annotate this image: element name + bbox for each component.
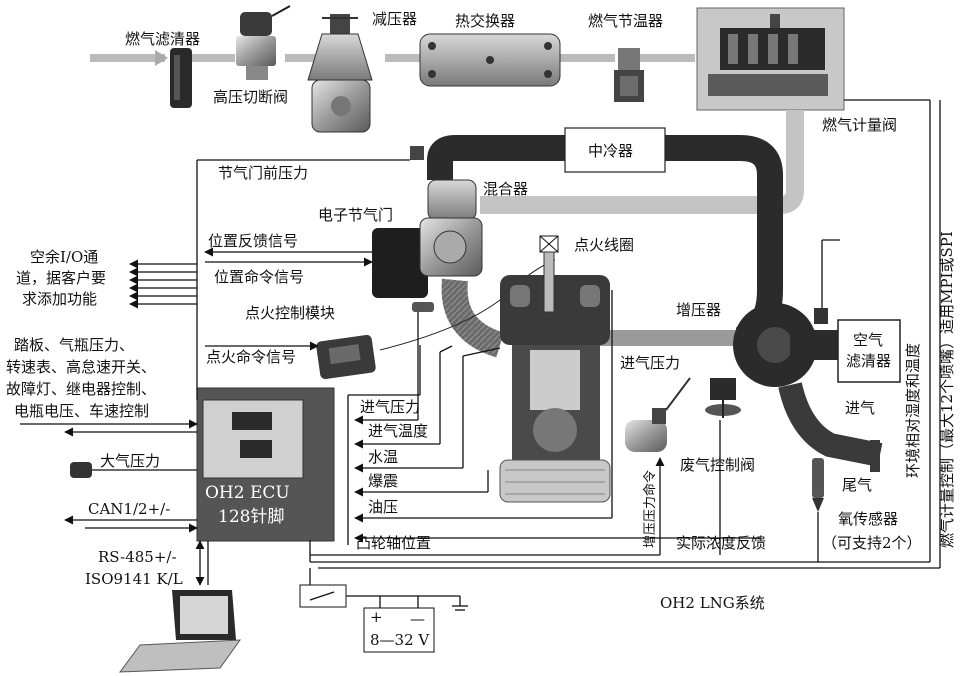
turbocharger-icon	[733, 303, 840, 387]
pre-throttle-pressure-label: 节气门前压力	[218, 164, 308, 182]
spare-io-line-1: 空余I/O通	[30, 248, 98, 266]
exhaust-pipe	[778, 382, 883, 467]
turbocharger-label: 增压器	[676, 301, 721, 319]
ignition-module-icon	[316, 334, 376, 380]
water-temp-label: 水温	[368, 448, 398, 466]
intake-air-label: 进气	[845, 399, 875, 417]
reducer-label: 减压器	[372, 10, 417, 28]
position-command-label: 位置命令信号	[214, 268, 304, 286]
hp-cutoff-valve-icon	[236, 5, 291, 80]
intercooler-label: 中冷器	[588, 142, 633, 160]
ecu-label-2: 128针脚	[218, 507, 284, 527]
air-filter-label-1: 空气	[853, 331, 883, 349]
gas-supply-line	[90, 50, 695, 66]
knock-label: 爆震	[368, 472, 398, 490]
battery-icon	[363, 596, 435, 653]
inputs-line-1: 踏板、气瓶压力、	[14, 336, 134, 354]
ignition-command-label: 点火命令信号	[206, 348, 296, 366]
o2-sensor-label-2: （可支持2个）	[822, 534, 922, 552]
gas-metering-valve-icon	[696, 7, 845, 111]
intake-temp-label: 进气温度	[368, 422, 428, 440]
rs485-label: RS-485+/-	[98, 548, 177, 566]
ecu-photo-icon	[202, 399, 304, 479]
gas-filter-label: 燃气滤清器	[125, 30, 200, 48]
wastegate-icon	[705, 378, 741, 418]
o2-sensor-icon	[812, 458, 824, 512]
pre-throttle-pressure-sensor-icon	[410, 146, 424, 160]
intake-hose	[441, 278, 505, 358]
inputs-line-3: 故障灯、继电器控制、	[6, 380, 156, 398]
air-filter-box	[837, 319, 901, 383]
humidity-sensor-icon	[814, 239, 840, 324]
intake-pressure-signal-label: 进气压力	[360, 398, 420, 416]
pressure-reducer-icon	[307, 14, 373, 133]
inputs-line-4: 电瓶电压、车速控制	[14, 402, 149, 420]
system-name-label: OH2 LNG系统	[660, 594, 765, 612]
intake-pressure-sensor-label: 进气压力	[620, 354, 680, 372]
oil-pressure-sensor-icon	[412, 302, 434, 312]
mixer-label: 混合器	[483, 180, 528, 198]
sensor-signal-wires	[309, 99, 941, 569]
iso-label: ISO9141 K/L	[85, 570, 183, 588]
heat-exchanger-icon	[419, 33, 561, 87]
ambient-humidity-vertical-label: 环境相对湿度和温度	[904, 343, 922, 478]
battery-plus: +	[370, 608, 383, 626]
intake-pressure-sensor-icon	[625, 377, 691, 452]
heat-exchanger-label: 热交换器	[455, 12, 515, 30]
exhaust-label: 尾气	[842, 476, 872, 494]
gas-filter-icon	[170, 48, 192, 108]
air-filter-label-2: 滤清器	[846, 352, 891, 370]
wastegate-label: 废气控制阀	[680, 456, 755, 474]
ground-icon	[452, 596, 468, 611]
atm-pressure-sensor-icon	[70, 462, 92, 478]
cam-position-label: 凸轮轴位置	[356, 534, 431, 552]
ignition-coil-label: 点火线圈	[574, 236, 634, 254]
gas-meter-control-vertical-label: 燃气计量控制（最大12个喷嘴）适用MPI或SPI	[938, 231, 956, 548]
ecu-label-1: OH2 ECU	[205, 483, 290, 503]
oil-pressure-label: 油压	[368, 498, 398, 516]
mixer-icon	[427, 179, 477, 221]
boost-pressure-cmd-label: 增压压力命令	[642, 470, 658, 548]
spare-io-arrows	[129, 259, 197, 309]
gas-meter-valve-label: 燃气计量阀	[822, 116, 897, 134]
inputs-line-2: 转速表、高怠速开关、	[6, 358, 156, 376]
gas-thermostat-icon	[614, 48, 644, 102]
intercooler-box	[564, 127, 666, 173]
o2-sensor-label-1: 氧传感器	[838, 510, 898, 528]
hp-cutoff-label: 高压切断阀	[213, 88, 288, 106]
battery-minus: —	[410, 610, 425, 628]
electronic-throttle-icon	[372, 217, 483, 298]
spare-io-line-2: 道，据客户要	[16, 269, 106, 287]
position-feedback-label: 位置反馈信号	[208, 232, 298, 250]
laptop-icon	[118, 590, 242, 673]
spare-io-line-3: 求添加功能	[22, 290, 97, 308]
can-label: CAN1/2+/-	[88, 500, 170, 518]
ignition-module-label: 点火控制模块	[245, 304, 335, 322]
e-throttle-label: 电子节气门	[318, 206, 393, 224]
battery-voltage-label: 8—32 V	[370, 631, 430, 649]
ignition-coil-icon	[539, 235, 559, 313]
relay-switch-icon	[299, 584, 347, 608]
engine-icon	[499, 275, 611, 503]
gas-thermostat-label: 燃气节温器	[588, 12, 663, 30]
atm-pressure-label: 大气压力	[100, 452, 160, 470]
actual-afr-feedback-label: 实际浓度反馈	[676, 534, 766, 552]
